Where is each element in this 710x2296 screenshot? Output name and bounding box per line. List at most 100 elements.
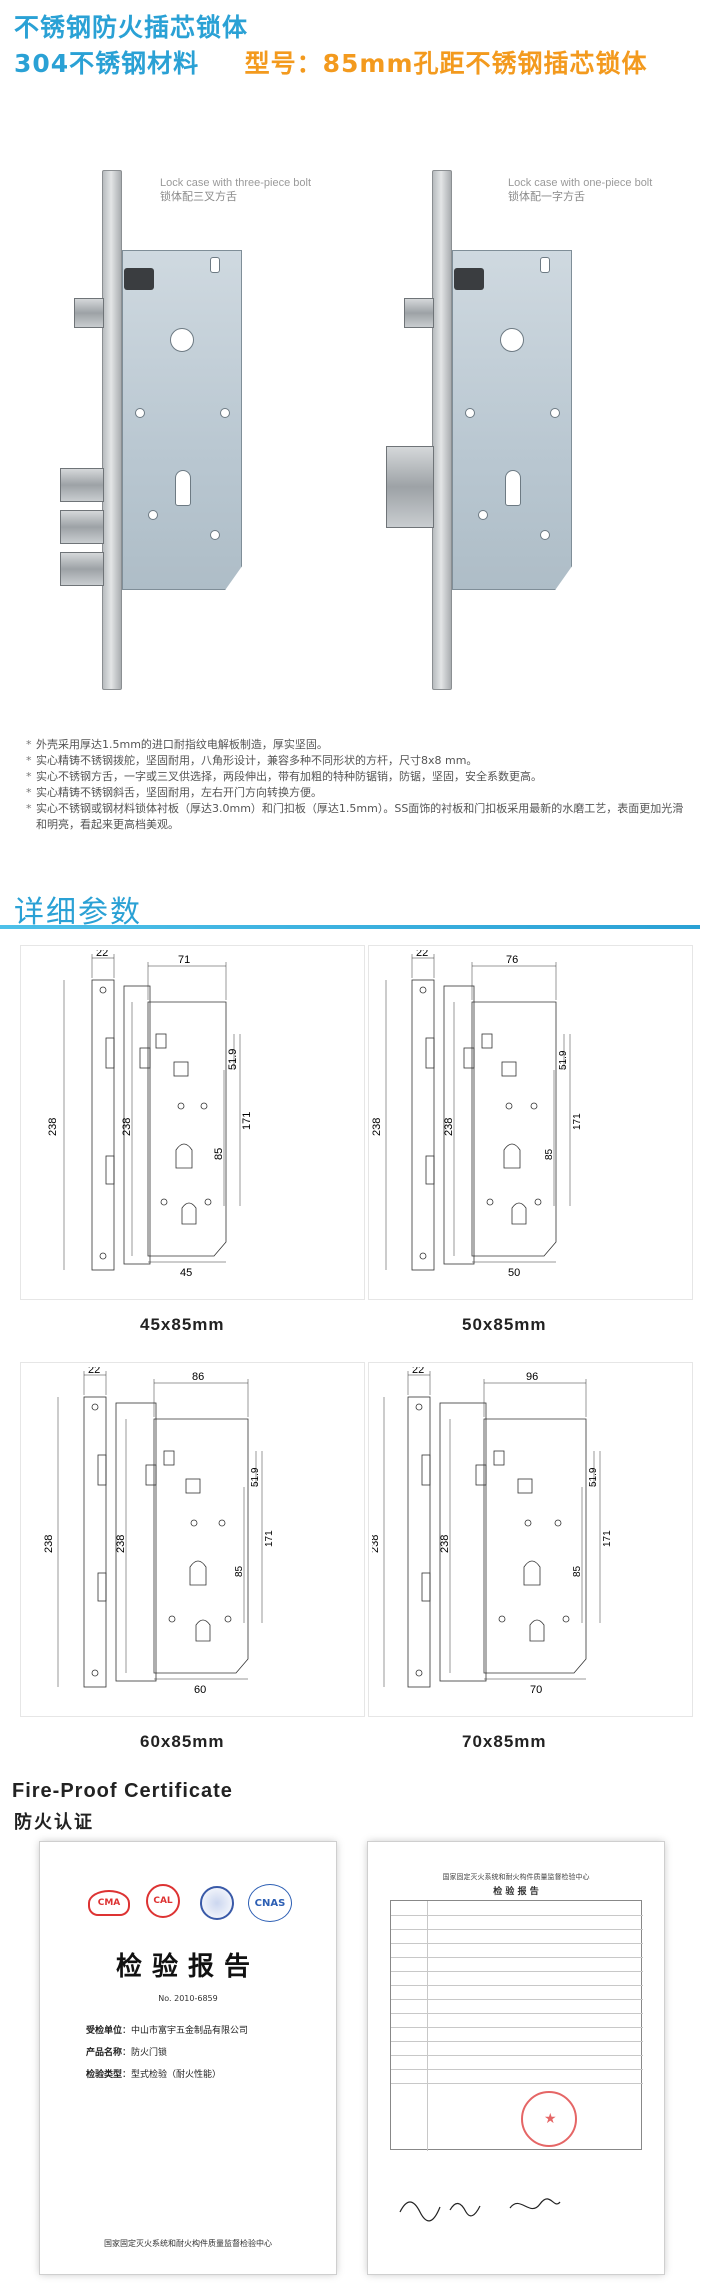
issuer: 国家固定灭火系统和耐火构件质量监督检验中心 [104, 2239, 272, 2248]
technical-drawing-50x85: 22 76 238 238 51.9 85 171 50 [371, 947, 692, 1290]
signature-strokes [399, 2198, 561, 2222]
feature-item: 实心不锈钢或钢材料锁体衬板（厚达3.0mm）和门扣板（厚达1.5mm）。SS面饰… [26, 801, 686, 833]
lock-case-body [452, 250, 572, 590]
dim-case-width: 86 [192, 1371, 204, 1383]
cma-logo: CMA [88, 1890, 130, 1916]
cnas-logo: CNAS [248, 1884, 292, 1922]
drawing-label-45x85: 45x85mm [140, 1315, 225, 1334]
cover-fields: 受检单位：中山市富宇五金制品有限公司 产品名称：防火门锁 检验类型：型式检验（耐… [86, 2020, 316, 2086]
latch-bolt [404, 298, 434, 328]
dim-backset: 60 [194, 1684, 206, 1696]
dim-plate-width: 22 [96, 950, 108, 959]
cylinder-hole [175, 470, 191, 506]
dim-height: 238 [44, 1535, 55, 1553]
page-title: 不锈钢防火插芯锁体 [14, 13, 249, 42]
field-row: 产品名称：防火门锁 [86, 2048, 168, 2058]
drawing-svg: 22 96 238 238 51.9 85 171 70 [369, 1364, 613, 1696]
section-divider [0, 925, 700, 929]
lock-caption-en: Lock case with three-piece bolt [160, 177, 312, 189]
dim-c: 171 [572, 1113, 583, 1130]
cover-heading: 检验报告 [115, 1952, 260, 1982]
cal-logo: CAL [146, 1884, 180, 1918]
technical-drawing-70x85: 22 96 238 238 51.9 85 171 70 [369, 1364, 692, 1707]
lock-caption-one-piece: Lock case with one-piece bolt 锁体配一字方舌 [508, 176, 652, 204]
dim-case-width: 96 [526, 1371, 538, 1383]
page-subtitle: 304不锈钢材料 型号：85mm孔距不锈钢插芯锁体 [14, 44, 648, 80]
drawing-svg: 22 86 238 238 51.9 85 171 60 [43, 1364, 275, 1696]
signature-area [390, 2172, 642, 2232]
feature-list: 外壳采用厚达1.5mm的进口耐指纹电解板制造，厚实坚固。 实心精铸不锈钢拨舵，坚… [26, 737, 686, 833]
dim-a: 51.9 [588, 1467, 599, 1487]
faceplate [102, 170, 122, 690]
dim-height: 238 [372, 1118, 383, 1136]
dim-a: 51.9 [558, 1050, 569, 1070]
certificate-title-cn: 防火认证 [14, 1812, 94, 1833]
lock-caption-en: Lock case with one-piece bolt [508, 177, 653, 189]
dim-case-width: 76 [506, 954, 518, 966]
cover-logos: CMA CAL CNAS [88, 1884, 298, 1924]
lock-image-one-piece-bolt [386, 170, 610, 730]
drawing-svg: 22 76 238 238 51.9 85 171 50 [371, 947, 583, 1279]
red-seal: ★ [521, 2091, 577, 2147]
model-label: 型号：85mm孔距不锈钢插芯锁体 [244, 49, 648, 78]
lock-case-body [122, 250, 242, 590]
report-heading: 检 验 报 告 [493, 1887, 539, 1897]
feature-item: 外壳采用厚达1.5mm的进口耐指纹电解板制造，厚实坚固。 [26, 737, 686, 753]
dim-backset: 50 [508, 1267, 520, 1279]
ilac-logo [200, 1886, 234, 1920]
dim-b: 85 [572, 1565, 583, 1577]
drawing-label-50x85: 50x85mm [462, 1315, 547, 1334]
section-title: 详细参数 [14, 895, 142, 930]
latch-bolt [74, 298, 104, 328]
certificate-title-en: Fire-Proof Certificate [12, 1780, 233, 1802]
dim-height: 238 [47, 1118, 59, 1136]
technical-drawing-45x85: 22 71 238 238 51.9 85 171 45 [44, 947, 364, 1290]
certificate-report-page: 国家固定灭火系统和耐火构件质量监督检验中心 检 验 报 告 ★ [368, 1842, 664, 2274]
cylinder-hole [505, 470, 521, 506]
dim-inner-height: 238 [115, 1535, 127, 1553]
drawing-panel-70x85 [368, 1362, 693, 1717]
dim-height: 238 [372, 1535, 381, 1553]
drawing-label-70x85: 70x85mm [462, 1732, 547, 1751]
drawing-svg: 22 71 238 238 51.9 85 171 45 [47, 947, 253, 1279]
drawing-panel-45x85 [20, 945, 365, 1300]
dim-backset: 45 [180, 1267, 192, 1279]
spindle-hole [500, 328, 524, 352]
report-number: No. 2010-6859 [158, 1994, 218, 2003]
dim-a: 51.9 [250, 1467, 261, 1487]
dim-inner-height: 238 [443, 1118, 455, 1136]
latch-slot [124, 268, 154, 290]
certificate-cover-page: CMA CAL CNAS 检验报告 No. 2010-6859 受检单位：中山市… [40, 1842, 336, 2274]
spindle-hole [170, 328, 194, 352]
dim-c: 171 [264, 1530, 275, 1547]
drawing-panel-50x85 [368, 945, 693, 1300]
dim-b: 85 [544, 1148, 555, 1160]
drawing-label-60x85: 60x85mm [140, 1732, 225, 1751]
dim-plate-width: 22 [412, 1367, 424, 1376]
report-issuer: 国家固定灭火系统和耐火构件质量监督检验中心 [442, 1873, 590, 1881]
one-piece-deadbolt [386, 446, 434, 528]
dim-inner-height: 238 [121, 1118, 133, 1136]
dim-a: 51.9 [227, 1049, 239, 1070]
dim-backset: 70 [530, 1684, 542, 1696]
faceplate [432, 170, 452, 690]
dim-case-width: 71 [178, 954, 190, 966]
lock-caption-three-piece: Lock case with three-piece bolt 锁体配三叉方舌 [160, 176, 311, 204]
feature-item: 实心不锈钢方舌，一字或三叉供选择，两段伸出，带有加粗的特种防锯销，防锯，坚固，安… [26, 769, 686, 785]
dim-inner-height: 238 [439, 1535, 451, 1553]
dim-b: 85 [234, 1565, 245, 1577]
dim-c: 171 [241, 1112, 253, 1130]
technical-drawing-60x85: 22 86 238 238 51.9 85 171 60 [43, 1364, 364, 1707]
report-table: ★ [390, 1900, 643, 2151]
deadbolt-middle [60, 510, 104, 544]
latch-slot [454, 268, 484, 290]
lock-image-three-piece-bolt [60, 170, 280, 730]
feature-item: 实心精铸不锈钢拨舵，坚固耐用，八角形设计，兼容多种不同形状的方杆，尺寸8x8 m… [26, 753, 686, 769]
dim-plate-width: 22 [416, 950, 428, 959]
dim-c: 171 [602, 1530, 613, 1547]
lock-caption-cn: 锁体配三叉方舌 [160, 191, 237, 203]
feature-item: 实心精铸不锈钢斜舌，坚固耐用，左右开门方向转换方便。 [26, 785, 686, 801]
material-label: 304不锈钢材料 [14, 49, 200, 78]
dim-plate-width: 22 [88, 1367, 100, 1376]
lock-caption-cn: 锁体配一字方舌 [508, 191, 585, 203]
